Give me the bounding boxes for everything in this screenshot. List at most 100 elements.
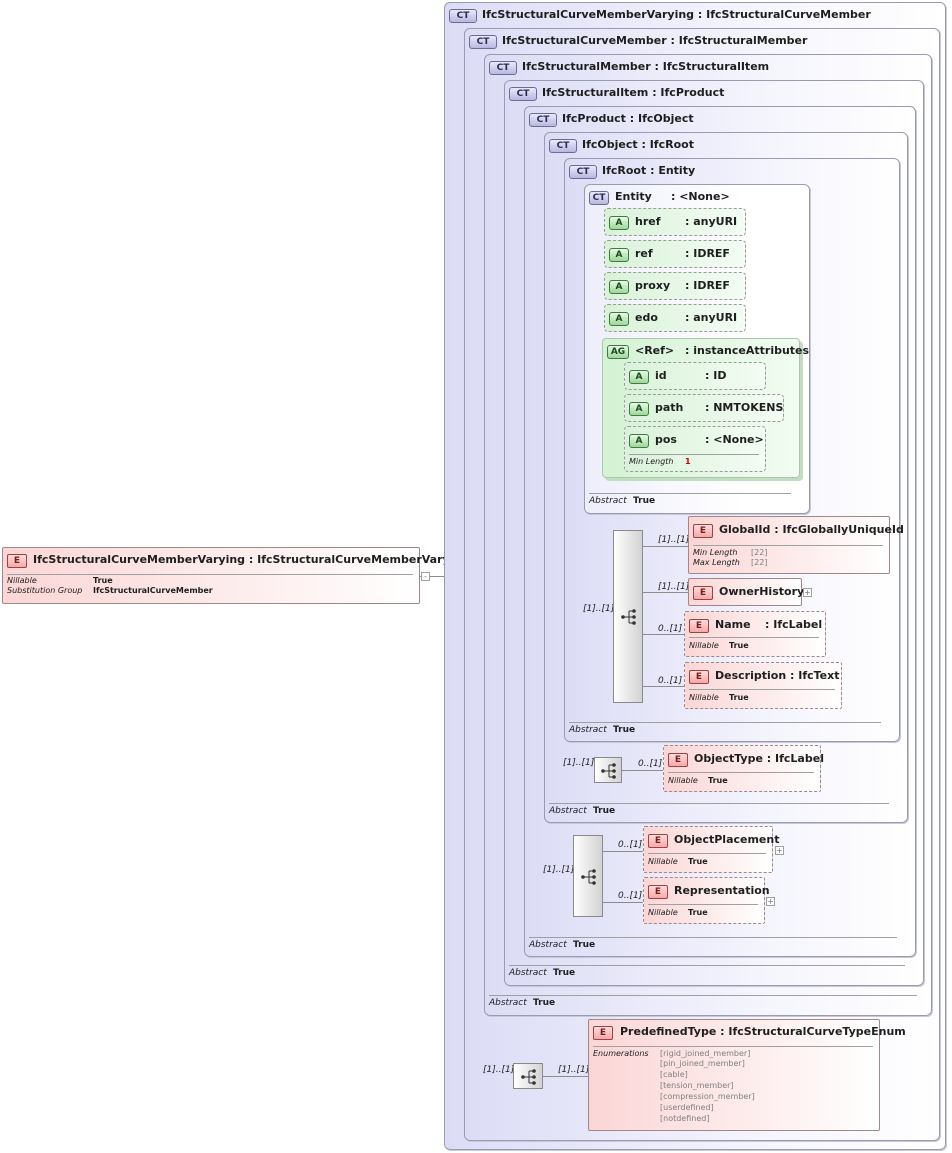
- attribute-name: path: [655, 401, 684, 414]
- cardinality-label: [1]..[1]: [483, 1065, 515, 1075]
- root-element-box[interactable]: E IfcStructuralCurveMemberVarying : IfcS…: [2, 547, 469, 604]
- ct-name: IfcStructuralMember: [522, 60, 651, 73]
- prop-value: [22]: [751, 558, 768, 567]
- prop-label: Nillable: [648, 908, 678, 917]
- separator: [569, 722, 881, 723]
- abstract-label: Abstract: [529, 940, 567, 950]
- element-badge: E: [689, 619, 709, 633]
- sequence-compositor[interactable]: [513, 1063, 543, 1089]
- sequence-compositor[interactable]: [573, 835, 603, 917]
- element-badge: E: [7, 554, 27, 568]
- attribute-type: : NMTOKENS: [705, 401, 784, 414]
- element-badge: E: [593, 1026, 613, 1040]
- element-badge: E: [693, 586, 713, 600]
- expand-icon[interactable]: +: [803, 588, 812, 597]
- enum-value: [notdefined]: [660, 1114, 710, 1123]
- attribute-edo[interactable]: A edo : anyURI: [604, 304, 746, 332]
- complex-type-icon: CT: [569, 165, 597, 179]
- expand-icon[interactable]: +: [766, 897, 775, 906]
- prop-label: Substitution Group: [7, 586, 83, 595]
- element-name-label: Name: [715, 618, 751, 631]
- attribute-icon: A: [609, 312, 629, 326]
- element-name-label: PredefinedType: [620, 1025, 717, 1038]
- attribute-type: : IDREF: [685, 247, 730, 260]
- attribute-id[interactable]: A id : ID: [624, 362, 766, 390]
- attribute-icon: A: [629, 402, 649, 416]
- prop-label: Min Length: [693, 548, 738, 557]
- abstract-value: True: [613, 725, 636, 735]
- element-description[interactable]: E Description : IfcText Nillable True: [684, 662, 842, 709]
- separator: [648, 904, 758, 905]
- cardinality-label: [1]..[1]: [658, 582, 690, 592]
- connector-line: [603, 902, 643, 903]
- complex-type-icon: CT: [589, 191, 609, 205]
- sequence-compositor[interactable]: [594, 757, 622, 783]
- attribute-name: pos: [655, 433, 677, 446]
- prop-label: Min Length: [629, 457, 674, 466]
- abstract-value: True: [593, 806, 616, 816]
- complex-type-icon: CT: [549, 139, 577, 153]
- attribute-name: proxy: [635, 279, 671, 292]
- ct-name: IfcStructuralCurveMemberVarying: [482, 8, 695, 21]
- separator: [668, 772, 814, 773]
- cardinality-label: 0..[1]: [638, 759, 663, 769]
- attribute-name: href: [635, 215, 661, 228]
- element-objectplacement[interactable]: E ObjectPlacement Nillable True: [643, 826, 779, 873]
- separator: [593, 1046, 873, 1047]
- prop-label: Nillable: [648, 857, 678, 866]
- element-badge: E: [689, 670, 709, 684]
- abstract-label: Abstract: [489, 998, 527, 1008]
- abstract-value: True: [633, 496, 656, 506]
- separator: [549, 803, 889, 804]
- collapse-icon[interactable]: -: [421, 572, 430, 581]
- cardinality-label: [1]..[1]: [563, 758, 595, 768]
- connector-line: [603, 851, 643, 852]
- attribute-icon: A: [609, 280, 629, 294]
- attribute-name: ref: [635, 247, 653, 260]
- ct-base: : IfcStructuralCurveMember: [697, 8, 871, 21]
- enum-label: Enumerations: [593, 1049, 649, 1058]
- separator: [693, 545, 883, 546]
- expand-icon[interactable]: +: [775, 846, 784, 855]
- attribute-icon: A: [609, 216, 629, 230]
- attribute-ref[interactable]: A ref : IDREF: [604, 240, 746, 268]
- element-type: : IfcStructuralCurveTypeEnum: [720, 1025, 906, 1038]
- ct-name: Entity: [615, 190, 652, 203]
- enum-value: [cable]: [660, 1070, 688, 1079]
- attribute-type: : ID: [705, 369, 727, 382]
- separator: [689, 689, 835, 690]
- cardinality-label: [1]..[1]: [658, 535, 690, 545]
- ct-name: IfcStructuralCurveMember: [502, 34, 667, 47]
- attribute-pos[interactable]: A pos : <None> Min Length 1: [624, 426, 766, 472]
- element-name-label: ObjectType: [694, 752, 763, 765]
- element-name-label: Representation: [674, 884, 770, 897]
- prop-value: IfcStructuralCurveMember: [93, 586, 213, 595]
- element-badge: E: [668, 753, 688, 767]
- element-globalid[interactable]: E GlobalId : IfcGloballyUniqueId Min Len…: [688, 516, 904, 574]
- element-ownerhistory[interactable]: E OwnerHistory: [688, 578, 804, 606]
- attribute-proxy[interactable]: A proxy : IDREF: [604, 272, 746, 300]
- element-representation[interactable]: E Representation Nillable True: [643, 877, 770, 924]
- sequence-icon: [601, 763, 616, 779]
- abstract-value: True: [553, 968, 576, 978]
- prop-label: Max Length: [693, 558, 740, 567]
- ct-name: IfcStructuralItem: [542, 86, 649, 99]
- element-objecttype[interactable]: E ObjectType : IfcLabel Nillable True: [663, 745, 824, 792]
- prop-value: 1: [685, 457, 691, 466]
- complex-type-icon: CT: [469, 35, 497, 49]
- sequence-icon: [581, 869, 596, 885]
- cardinality-label: [1]..[1]: [583, 604, 615, 614]
- attribute-path[interactable]: A path : NMTOKENS: [624, 394, 784, 422]
- ct-name: IfcObject: [582, 138, 638, 151]
- element-name[interactable]: E Name : IfcLabel Nillable True: [684, 611, 826, 657]
- attribute-icon: A: [629, 434, 649, 448]
- enum-value: [tension_member]: [660, 1081, 734, 1090]
- element-predefinedtype[interactable]: E PredefinedType : IfcStructuralCurveTyp…: [588, 1019, 906, 1131]
- separator: [589, 493, 791, 494]
- abstract-label: Abstract: [549, 806, 587, 816]
- sequence-compositor[interactable]: [613, 530, 643, 703]
- connector-line: [543, 1076, 588, 1077]
- attribute-href[interactable]: A href : anyURI: [604, 208, 746, 236]
- connector-line: [642, 592, 688, 593]
- attribute-icon: A: [629, 370, 649, 384]
